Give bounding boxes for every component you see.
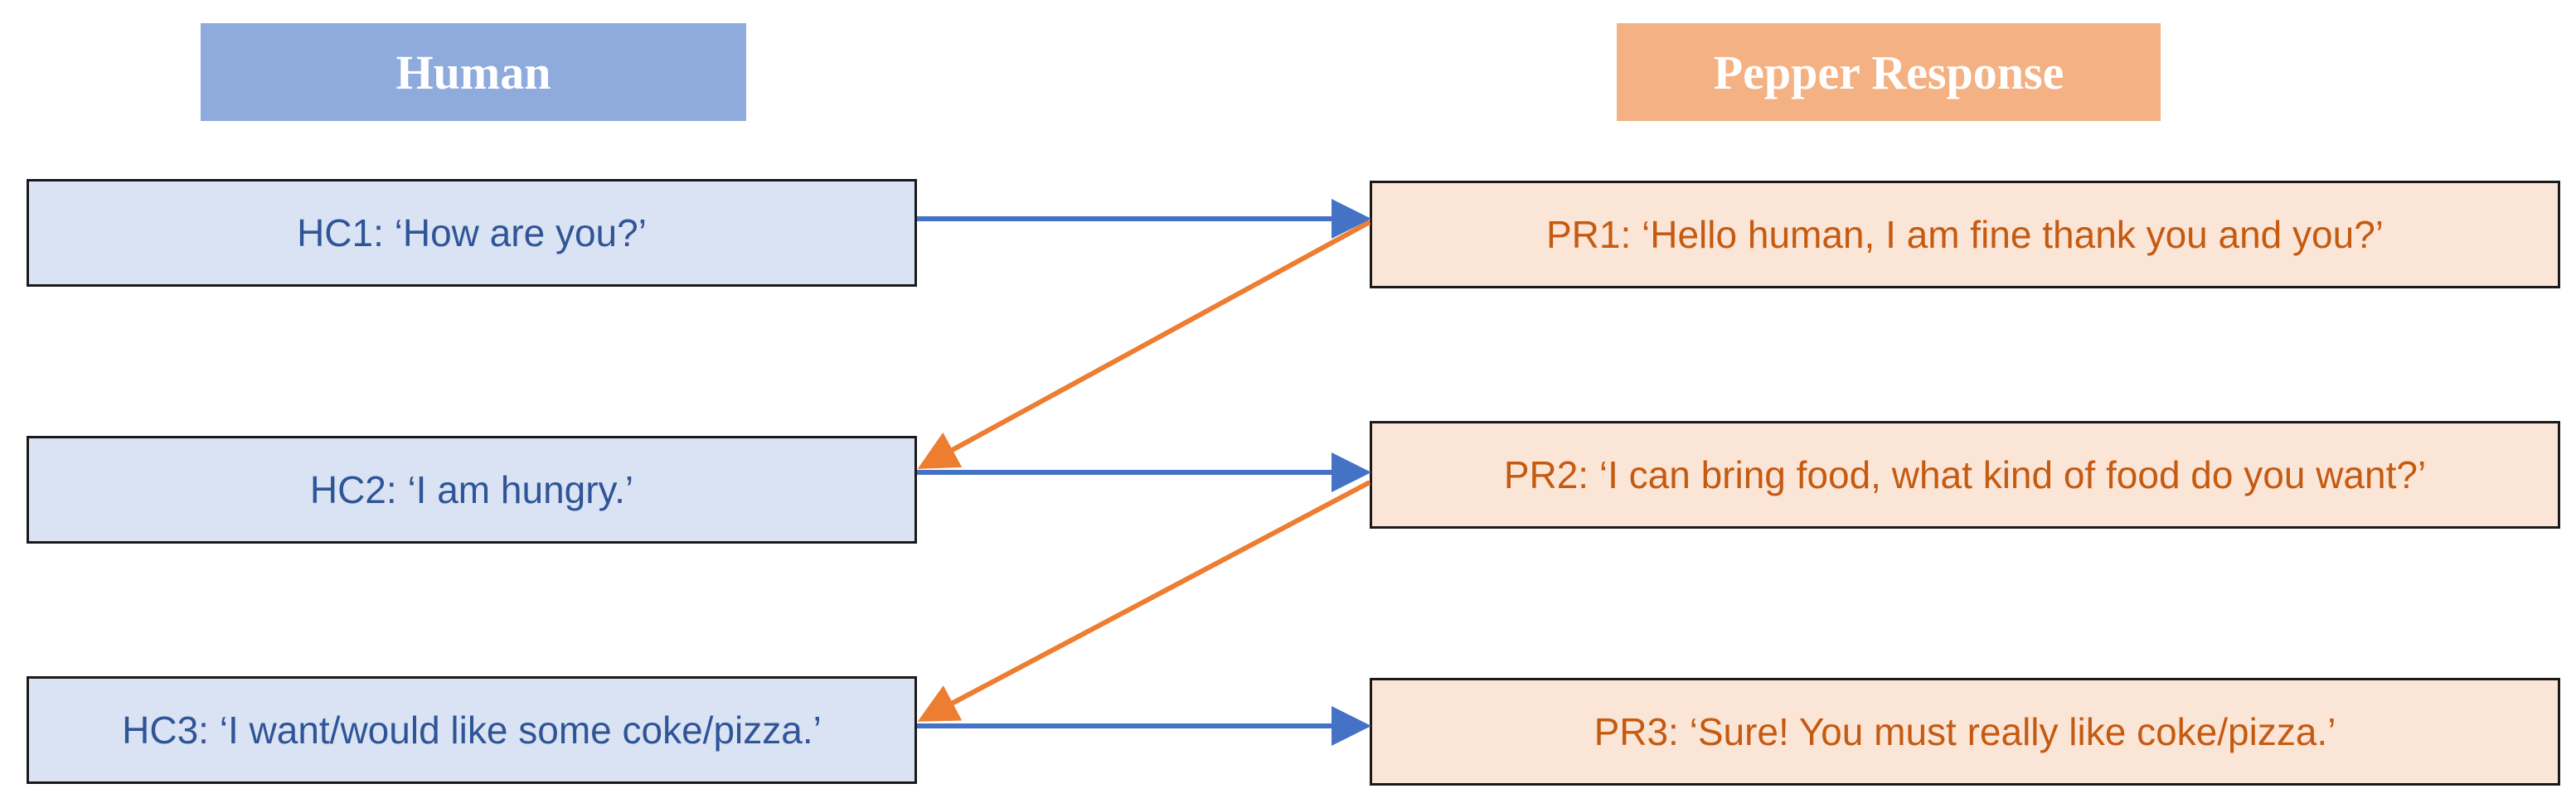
pepper-response-pr2: PR2: ‘I can bring food, what kind of foo… — [1370, 421, 2560, 529]
arrow-pr2-to-hc3 — [917, 480, 1371, 722]
arrow-pr1-to-hc2 — [917, 220, 1371, 469]
human-command-hc3: HC3: ‘I want/would like some coke/pizza.… — [27, 676, 917, 784]
human-command-hc1: HC1: ‘How are you?’ — [27, 179, 917, 287]
pepper-response-column-header: Pepper Response — [1617, 23, 2161, 121]
human-command-hc2: HC2: ‘I am hungry.’ — [27, 436, 917, 544]
human-column-header: Human — [201, 23, 746, 121]
pepper-response-pr1: PR1: ‘Hello human, I am fine thank you a… — [1370, 181, 2560, 288]
pepper-response-pr3: PR3: ‘Sure! You must really like coke/pi… — [1370, 678, 2560, 786]
